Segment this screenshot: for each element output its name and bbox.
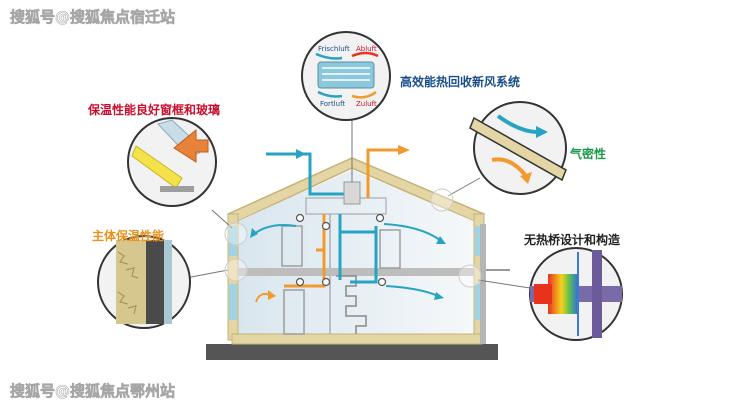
airtight-layer: [469, 116, 567, 182]
detail-thermal-bridge: [529, 247, 623, 341]
airflow-arrowhead: [250, 228, 258, 238]
supply-flow-icon: [351, 90, 377, 99]
vent: [377, 277, 387, 287]
window-right-lower: [475, 284, 483, 320]
vent: [295, 277, 305, 287]
column-section: [592, 250, 602, 338]
door-upper-right: [379, 229, 401, 269]
watermark-bottom: 搜狐号@搜狐焦点鄂州站: [10, 382, 175, 400]
vent: [321, 221, 331, 231]
connector-line: [185, 269, 229, 279]
window-left-upper: [229, 226, 237, 256]
airflow-arrow: [385, 285, 439, 297]
window-left-lower: [229, 284, 237, 320]
watermark-top: 搜狐号@搜狐焦点宿迁站: [10, 8, 175, 26]
label-abluft: Abluft: [356, 45, 377, 53]
insulation-texture: [117, 251, 139, 315]
supply-duct-right: [350, 226, 378, 284]
connector-line: [211, 209, 233, 229]
window-frame-arrow: [173, 128, 209, 163]
exchanger-fins: [322, 67, 370, 81]
airflow-arrowhead: [268, 290, 276, 300]
vent: [295, 213, 305, 223]
window-right-upper: [475, 226, 483, 256]
masonry-layer: [146, 240, 164, 324]
insulation-layer: [116, 240, 146, 324]
label-insulation: 主体保温性能: [92, 228, 164, 243]
detail-window-frame: [127, 117, 217, 207]
connector-line: [447, 177, 481, 197]
label-zuluft: Zuluft: [356, 100, 377, 108]
ventilation-ducts: [250, 145, 446, 303]
floor-slab-upper: [238, 268, 474, 276]
airflow-arrow: [253, 224, 297, 235]
airflow-arrowhead: [436, 236, 446, 244]
window-sill: [160, 186, 194, 192]
door-lower: [283, 289, 305, 335]
airflow-arrow: [383, 223, 441, 241]
fresh-air-flow-icon: [315, 52, 343, 60]
exterior-pole: [480, 224, 486, 344]
label-frischluft: Frischluft: [318, 45, 350, 53]
outlet-flow-icon: [317, 90, 343, 98]
exchanger-core: [317, 61, 375, 89]
plaster-layer: [164, 240, 172, 324]
inside-air-arrow: [491, 157, 528, 178]
label-ventilation: 高效能热回收新风系统: [400, 74, 520, 89]
hrv-unit: [343, 181, 361, 205]
exhaust-air-arrow: [398, 145, 410, 155]
thermal-gradient: [548, 274, 578, 314]
heat-source-block: [534, 284, 552, 304]
airflow-arrowhead: [434, 292, 444, 300]
connector-line: [477, 279, 531, 289]
focus-ring: [430, 188, 454, 212]
staircase: [336, 275, 367, 334]
label-airtight: 气密性: [569, 146, 606, 161]
label-windows: 保温性能良好窗框和玻璃: [87, 102, 220, 117]
house-interior: [236, 170, 476, 336]
outside-air-arrow: [496, 114, 539, 134]
label-thermal-bridge: 无热桥设计和构造: [523, 232, 621, 247]
inside-air-arrowhead: [520, 172, 532, 184]
ground-slab: [206, 344, 498, 360]
fresh-air-arrow: [296, 149, 306, 159]
label-fortluft: Fortluft: [320, 100, 345, 108]
fresh-air-duct: [266, 152, 348, 196]
focus-ring: [224, 258, 248, 282]
floor-slab-lower: [231, 333, 483, 345]
detail-heat-exchanger: Frischluft Abluft Fortluft Zuluft: [301, 31, 391, 121]
outside-air-arrowhead: [536, 126, 548, 138]
extract-duct-vertical: [284, 214, 326, 288]
house: [226, 157, 510, 345]
exhaust-flow-icon: [351, 51, 379, 58]
vent: [321, 277, 331, 287]
detail-insulation: [97, 235, 191, 329]
focus-ring: [224, 222, 248, 246]
detail-airtightness: [469, 101, 567, 195]
exhaust-air-duct: [366, 148, 400, 198]
vent: [375, 213, 385, 223]
focus-ring: [458, 264, 482, 288]
detail-connectors: [185, 114, 531, 289]
